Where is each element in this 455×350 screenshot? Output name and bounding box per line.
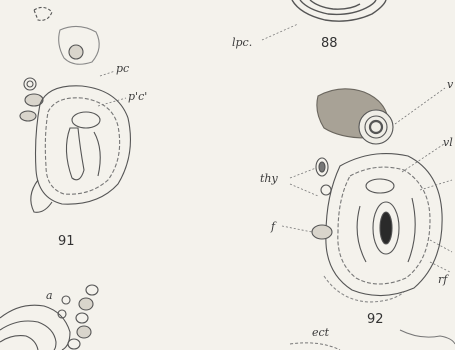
figure-91-number: 91 xyxy=(58,234,75,249)
label-v: v xyxy=(447,78,453,91)
figure-92-number: 92 xyxy=(367,312,384,327)
label-vl: vl xyxy=(443,136,453,149)
label-ect: ect xyxy=(312,326,329,339)
figure-91-drawing xyxy=(20,7,130,212)
label-ppc: p'c' xyxy=(128,90,147,103)
figure-92-drawing xyxy=(312,89,442,302)
label-a: a xyxy=(46,289,53,302)
label-f: f xyxy=(271,220,275,233)
label-thy: thy xyxy=(260,172,278,185)
figure-88-number: 88 xyxy=(321,36,338,51)
label-lpc: lpc. xyxy=(232,36,252,49)
label-pc: pc xyxy=(116,62,129,75)
label-rf: rf xyxy=(438,273,447,286)
figure-88-drawing xyxy=(292,0,386,21)
